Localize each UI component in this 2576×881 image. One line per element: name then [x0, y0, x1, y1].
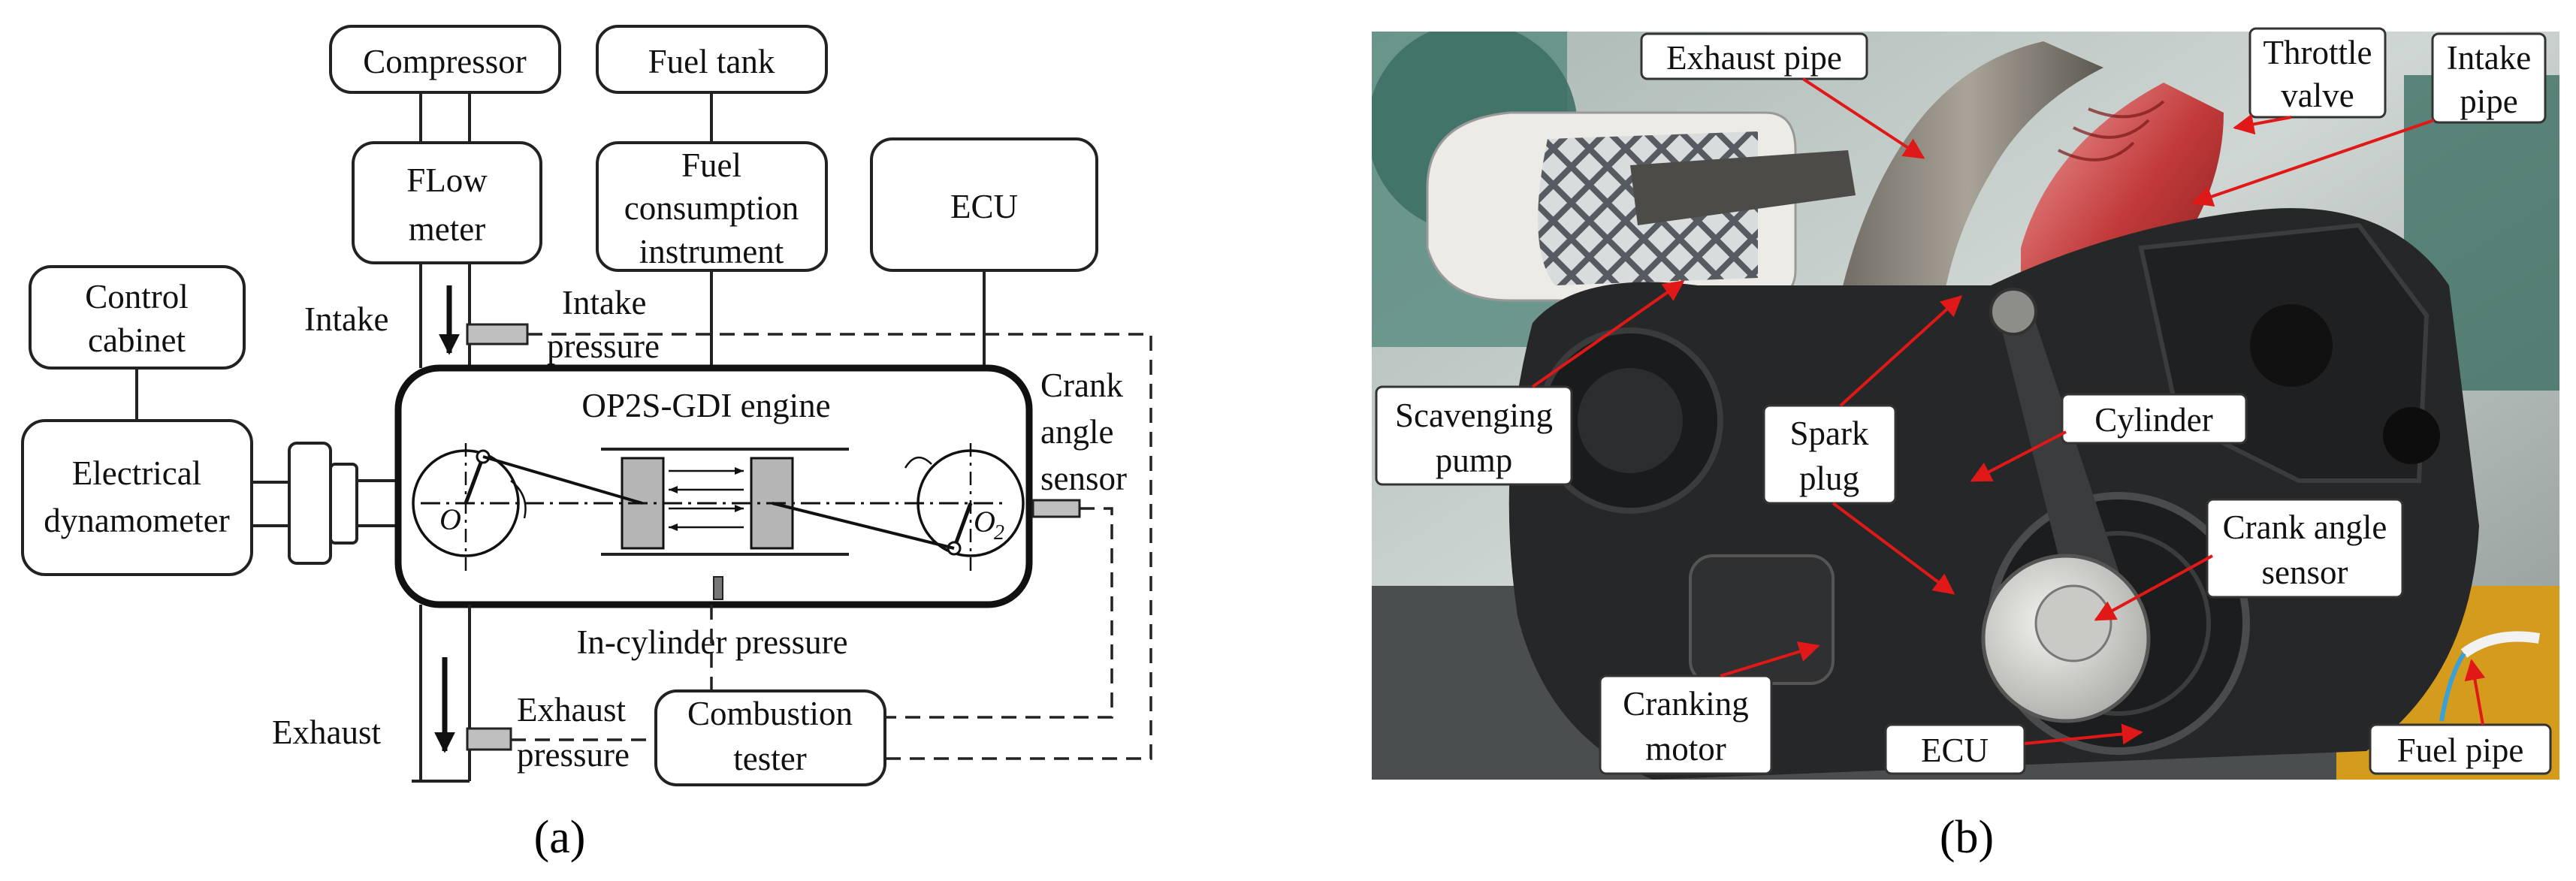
- svg-text:Control: Control: [85, 278, 189, 315]
- shaft-coupling: [252, 442, 398, 565]
- svg-text:sensor: sensor: [2262, 554, 2348, 591]
- leader-arrows: [1531, 77, 2486, 745]
- svg-text:motor: motor: [1645, 730, 1726, 768]
- svg-text:FLow: FLow: [406, 161, 488, 199]
- fuel-consumption-box: Fuel consumption instrument: [596, 141, 828, 272]
- engine-photo: [1372, 32, 2559, 780]
- label-ecu: ECU: [1884, 723, 2026, 775]
- intake-pressure-sensor: [466, 323, 529, 345]
- svg-text:Exhaust pipe: Exhaust pipe: [1666, 39, 1842, 77]
- svg-text:Combustion: Combustion: [687, 695, 853, 732]
- fuel-tank-box: Fuel tank: [596, 25, 828, 94]
- crank-center-right-label: O: [974, 505, 995, 539]
- svg-text:plug: plug: [1799, 460, 1859, 497]
- svg-text:Cranking: Cranking: [1623, 685, 1748, 723]
- svg-text:Throttle: Throttle: [2263, 34, 2372, 71]
- control-cabinet-box: Control cabinet: [29, 265, 246, 370]
- label-cylinder: Cylinder: [2061, 393, 2248, 445]
- svg-text:pressure: pressure: [517, 736, 630, 774]
- svg-text:Fuel: Fuel: [681, 146, 741, 184]
- engine-label: OP2S-GDI engine: [581, 387, 830, 424]
- svg-text:2: 2: [994, 521, 1004, 545]
- label-throttle-valve: Throttle valve: [2248, 27, 2387, 119]
- label-spark-plug: Spark plug: [1762, 404, 1897, 505]
- svg-text:consumption: consumption: [624, 189, 799, 227]
- label-fuel-pipe: Fuel pipe: [2369, 723, 2552, 775]
- svg-text:Compressor: Compressor: [363, 43, 527, 80]
- svg-text:sensor: sensor: [1040, 460, 1127, 497]
- svg-text:instrument: instrument: [639, 233, 784, 270]
- label-crank-angle-sensor: Crank angle sensor: [2206, 498, 2404, 599]
- exhaust-label: Exhaust: [272, 714, 381, 751]
- svg-text:valve: valve: [2281, 77, 2354, 114]
- svg-text:pipe: pipe: [2460, 83, 2517, 120]
- svg-text:Scavenging: Scavenging: [1395, 397, 1553, 434]
- label-exhaust-pipe: Exhaust pipe: [1640, 32, 1868, 80]
- signal-lines: [511, 333, 1152, 760]
- svg-text:Crank angle: Crank angle: [2223, 508, 2387, 546]
- intake-pressure-label: Intake: [562, 284, 646, 321]
- label-intake-pipe: Intake pipe: [2431, 32, 2547, 124]
- crank-angle-sensor-label: Crank: [1040, 367, 1123, 404]
- electrical-dynamometer-box: Electrical dynamometer: [21, 419, 253, 576]
- svg-text:meter: meter: [409, 210, 485, 248]
- svg-text:dynamometer: dynamometer: [44, 502, 229, 539]
- svg-text:Fuel pipe: Fuel pipe: [2397, 732, 2524, 769]
- panel-a-schematic: Compressor Fuel tank FLow meter Fuel con…: [21, 25, 1152, 863]
- label-cranking-motor: Cranking motor: [1599, 674, 1773, 775]
- ecu-box: ECU: [870, 137, 1098, 272]
- in-cylinder-pressure-sensor: [713, 576, 723, 600]
- intake-label: Intake: [304, 300, 388, 338]
- engine-block: OP2S-GDI engine O: [394, 364, 1033, 608]
- caption-a: (a): [534, 812, 586, 863]
- svg-text:ECU: ECU: [950, 188, 1018, 225]
- exhaust-pressure-label: Exhaust: [517, 691, 626, 729]
- svg-text:pump: pump: [1436, 442, 1513, 479]
- svg-text:cabinet: cabinet: [88, 321, 186, 359]
- svg-text:ECU: ECU: [1921, 732, 1989, 769]
- combustion-tester-box: Combustion tester: [654, 689, 886, 786]
- svg-text:Spark: Spark: [1790, 415, 1869, 452]
- caption-b: (b): [1940, 812, 1994, 863]
- svg-text:angle: angle: [1040, 413, 1113, 451]
- svg-text:Cylinder: Cylinder: [2094, 401, 2212, 439]
- svg-text:Electrical: Electrical: [72, 454, 201, 492]
- svg-text:Fuel tank: Fuel tank: [648, 43, 775, 80]
- panel-b-photo: Exhaust pipe Throttle valve Intake pipe …: [1372, 27, 2559, 863]
- crank-center-left-label: O: [439, 502, 461, 536]
- label-scavenging-pump: Scavenging pump: [1375, 385, 1573, 486]
- svg-text:tester: tester: [733, 740, 806, 777]
- compressor-box: Compressor: [329, 25, 561, 94]
- flow-meter-box: FLow meter: [352, 141, 542, 264]
- crank-angle-sensor: [1031, 499, 1081, 518]
- svg-text:Intake: Intake: [2447, 39, 2531, 77]
- exhaust-pressure-sensor: [466, 727, 512, 751]
